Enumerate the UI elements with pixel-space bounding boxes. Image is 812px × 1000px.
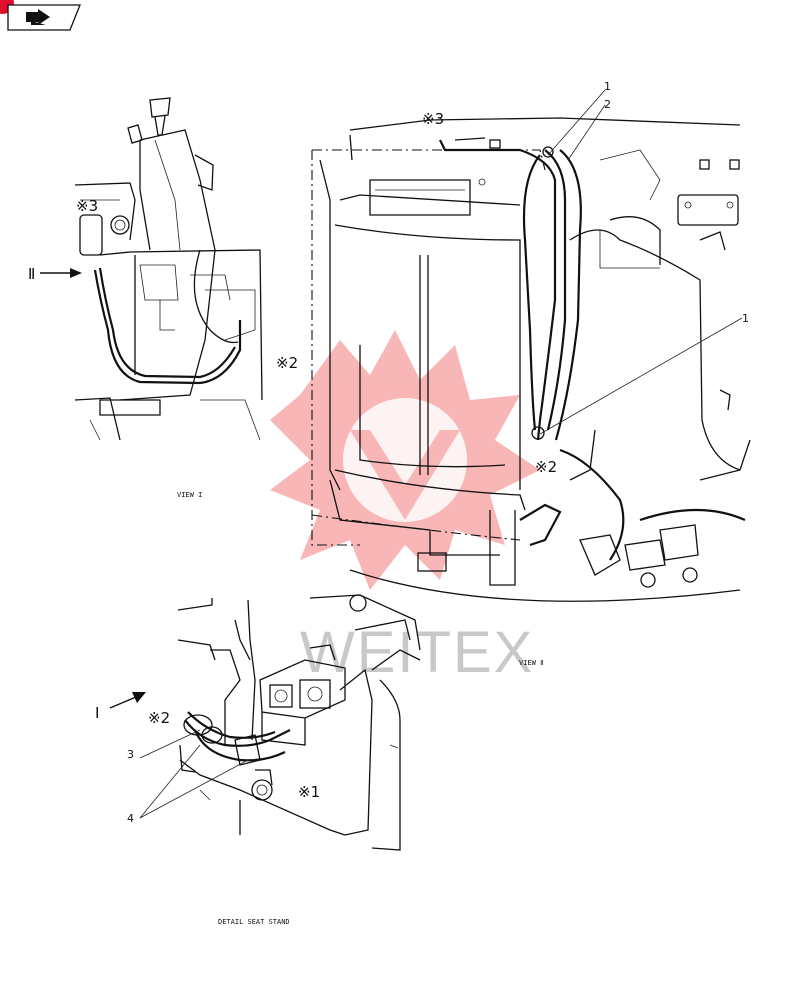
callout-2-top: 2 <box>604 98 611 111</box>
marker-x3-view-i: ※3 <box>76 197 98 215</box>
callout-1-top: 1 <box>604 80 611 93</box>
marker-x3-view-ii: ※3 <box>422 110 444 128</box>
marker-x2-view-i: ※2 <box>276 354 298 372</box>
view-ii-drawing <box>311 89 751 602</box>
view-arrow-diagonal-icon <box>109 692 146 709</box>
callout-3: 3 <box>127 748 134 761</box>
marker-x1-detail: ※1 <box>298 783 320 801</box>
diagram-toolbar <box>0 0 81 31</box>
view-arrow-right-icon <box>40 268 82 278</box>
view-ii-label: VIEW Ⅱ <box>519 659 544 667</box>
detail-seat-stand-drawing <box>139 594 421 851</box>
detail-seat-stand-label: DETAIL SEAT STAND <box>218 918 290 926</box>
marker-x2-view-ii: ※2 <box>535 458 557 476</box>
marker-x2-detail: ※2 <box>148 709 170 727</box>
view-i-label: VIEW I <box>177 491 202 499</box>
marker-roman2-view-i: Ⅱ <box>28 265 35 283</box>
marker-roman1: I <box>95 704 99 722</box>
watermark-gear-icon <box>270 330 540 590</box>
watermark-logo <box>270 330 540 590</box>
callout-1-mid: 1 <box>742 312 749 325</box>
back-arrow-icon <box>26 9 50 25</box>
back-button[interactable] <box>7 4 81 31</box>
callout-4: 4 <box>127 812 134 825</box>
view-i-drawing <box>74 97 263 441</box>
